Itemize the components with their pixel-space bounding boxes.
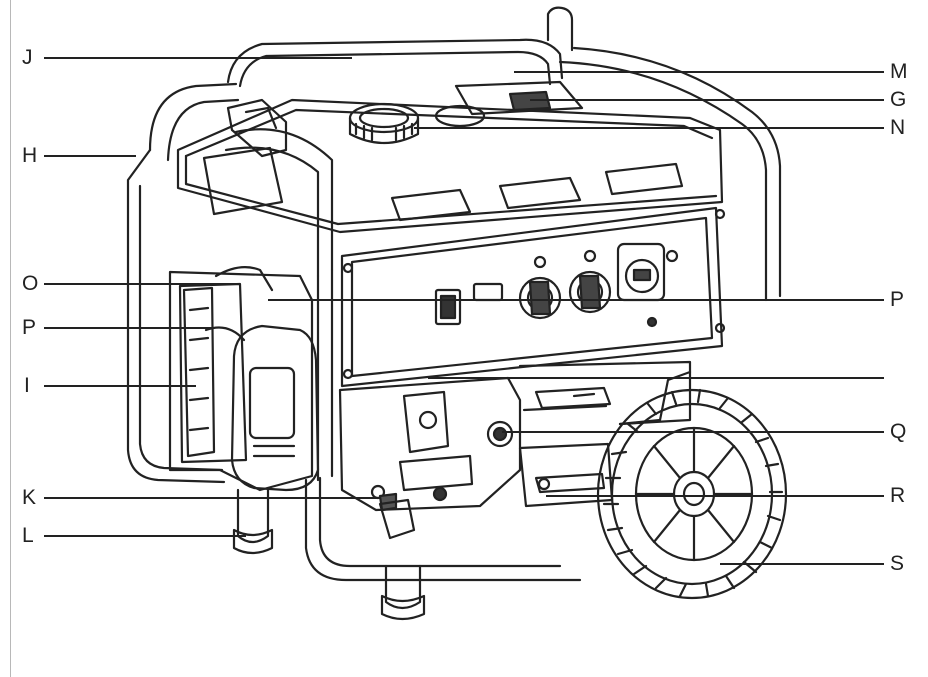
- alternator: [518, 360, 692, 508]
- callout-right-1: M: [890, 60, 908, 83]
- callout-right-2: G: [890, 88, 907, 111]
- fuel-tank: [176, 80, 724, 234]
- callout-left-3: O: [22, 272, 39, 295]
- callout-right-5: Q: [890, 420, 907, 443]
- callout-right-3: N: [890, 116, 906, 139]
- callout-right-4: P: [890, 288, 905, 311]
- callout-left-7: L: [22, 524, 34, 547]
- feet: [232, 488, 426, 621]
- callout-left-6: K: [22, 486, 37, 509]
- callout-right-7: S: [890, 552, 905, 575]
- callout-left-4: P: [22, 316, 37, 339]
- fuel-cap: [348, 102, 420, 144]
- callout-left-2: H: [22, 144, 38, 167]
- callout-left-1: J: [22, 46, 33, 69]
- wheel: [596, 370, 788, 600]
- callout-left-5: I: [24, 374, 30, 397]
- control-panel: [340, 206, 726, 388]
- leader-lines: [44, 57, 884, 565]
- crankcase: [338, 376, 522, 512]
- callout-right-6: R: [890, 484, 906, 507]
- page-frame-line: [10, 0, 11, 677]
